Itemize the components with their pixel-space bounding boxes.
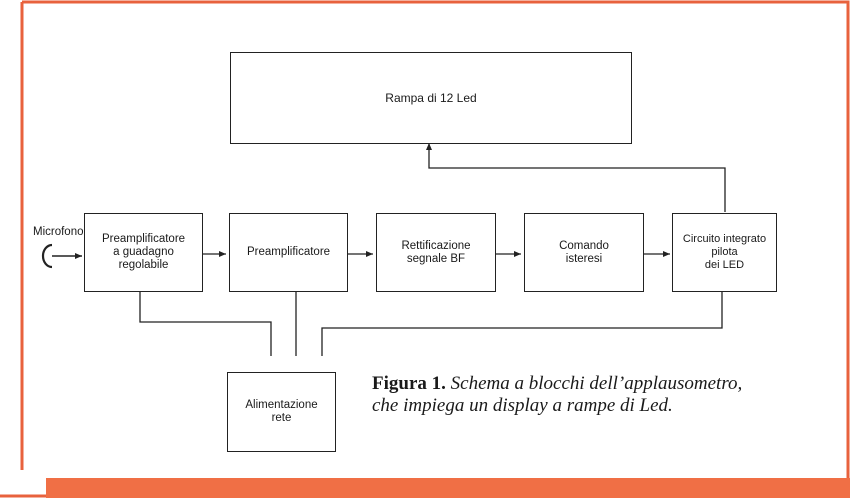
figure-number: Figura 1. <box>372 373 446 394</box>
arrow-circuito-to-rampa <box>426 143 726 212</box>
block-preamplificatore-regolabile: Preamplificatore a guadagno regolabile <box>84 213 203 292</box>
power-line-circuito <box>321 292 723 356</box>
power-line-preamp-reg <box>139 292 272 356</box>
frame-border <box>20 0 850 496</box>
microphone-label: Microfono <box>33 226 84 238</box>
block-alimentazione: Alimentazione rete <box>227 372 336 452</box>
block-comando-isteresi: Comando isteresi <box>524 213 644 292</box>
figure-caption-text: Schema a blocchi dell’applausometro, che… <box>372 373 743 416</box>
bottom-band <box>46 478 850 498</box>
block-circuito-integrato: Circuito integrato pilota dei LED <box>672 213 777 292</box>
figure-caption: Figura 1. Schema a blocchi dell’applauso… <box>372 373 752 417</box>
block-preamplificatore: Preamplificatore <box>229 213 348 292</box>
block-rampa-led: Rampa di 12 Led <box>230 52 632 144</box>
microphone-icon <box>41 243 82 269</box>
block-rettificazione: Rettificazione segnale BF <box>376 213 496 292</box>
